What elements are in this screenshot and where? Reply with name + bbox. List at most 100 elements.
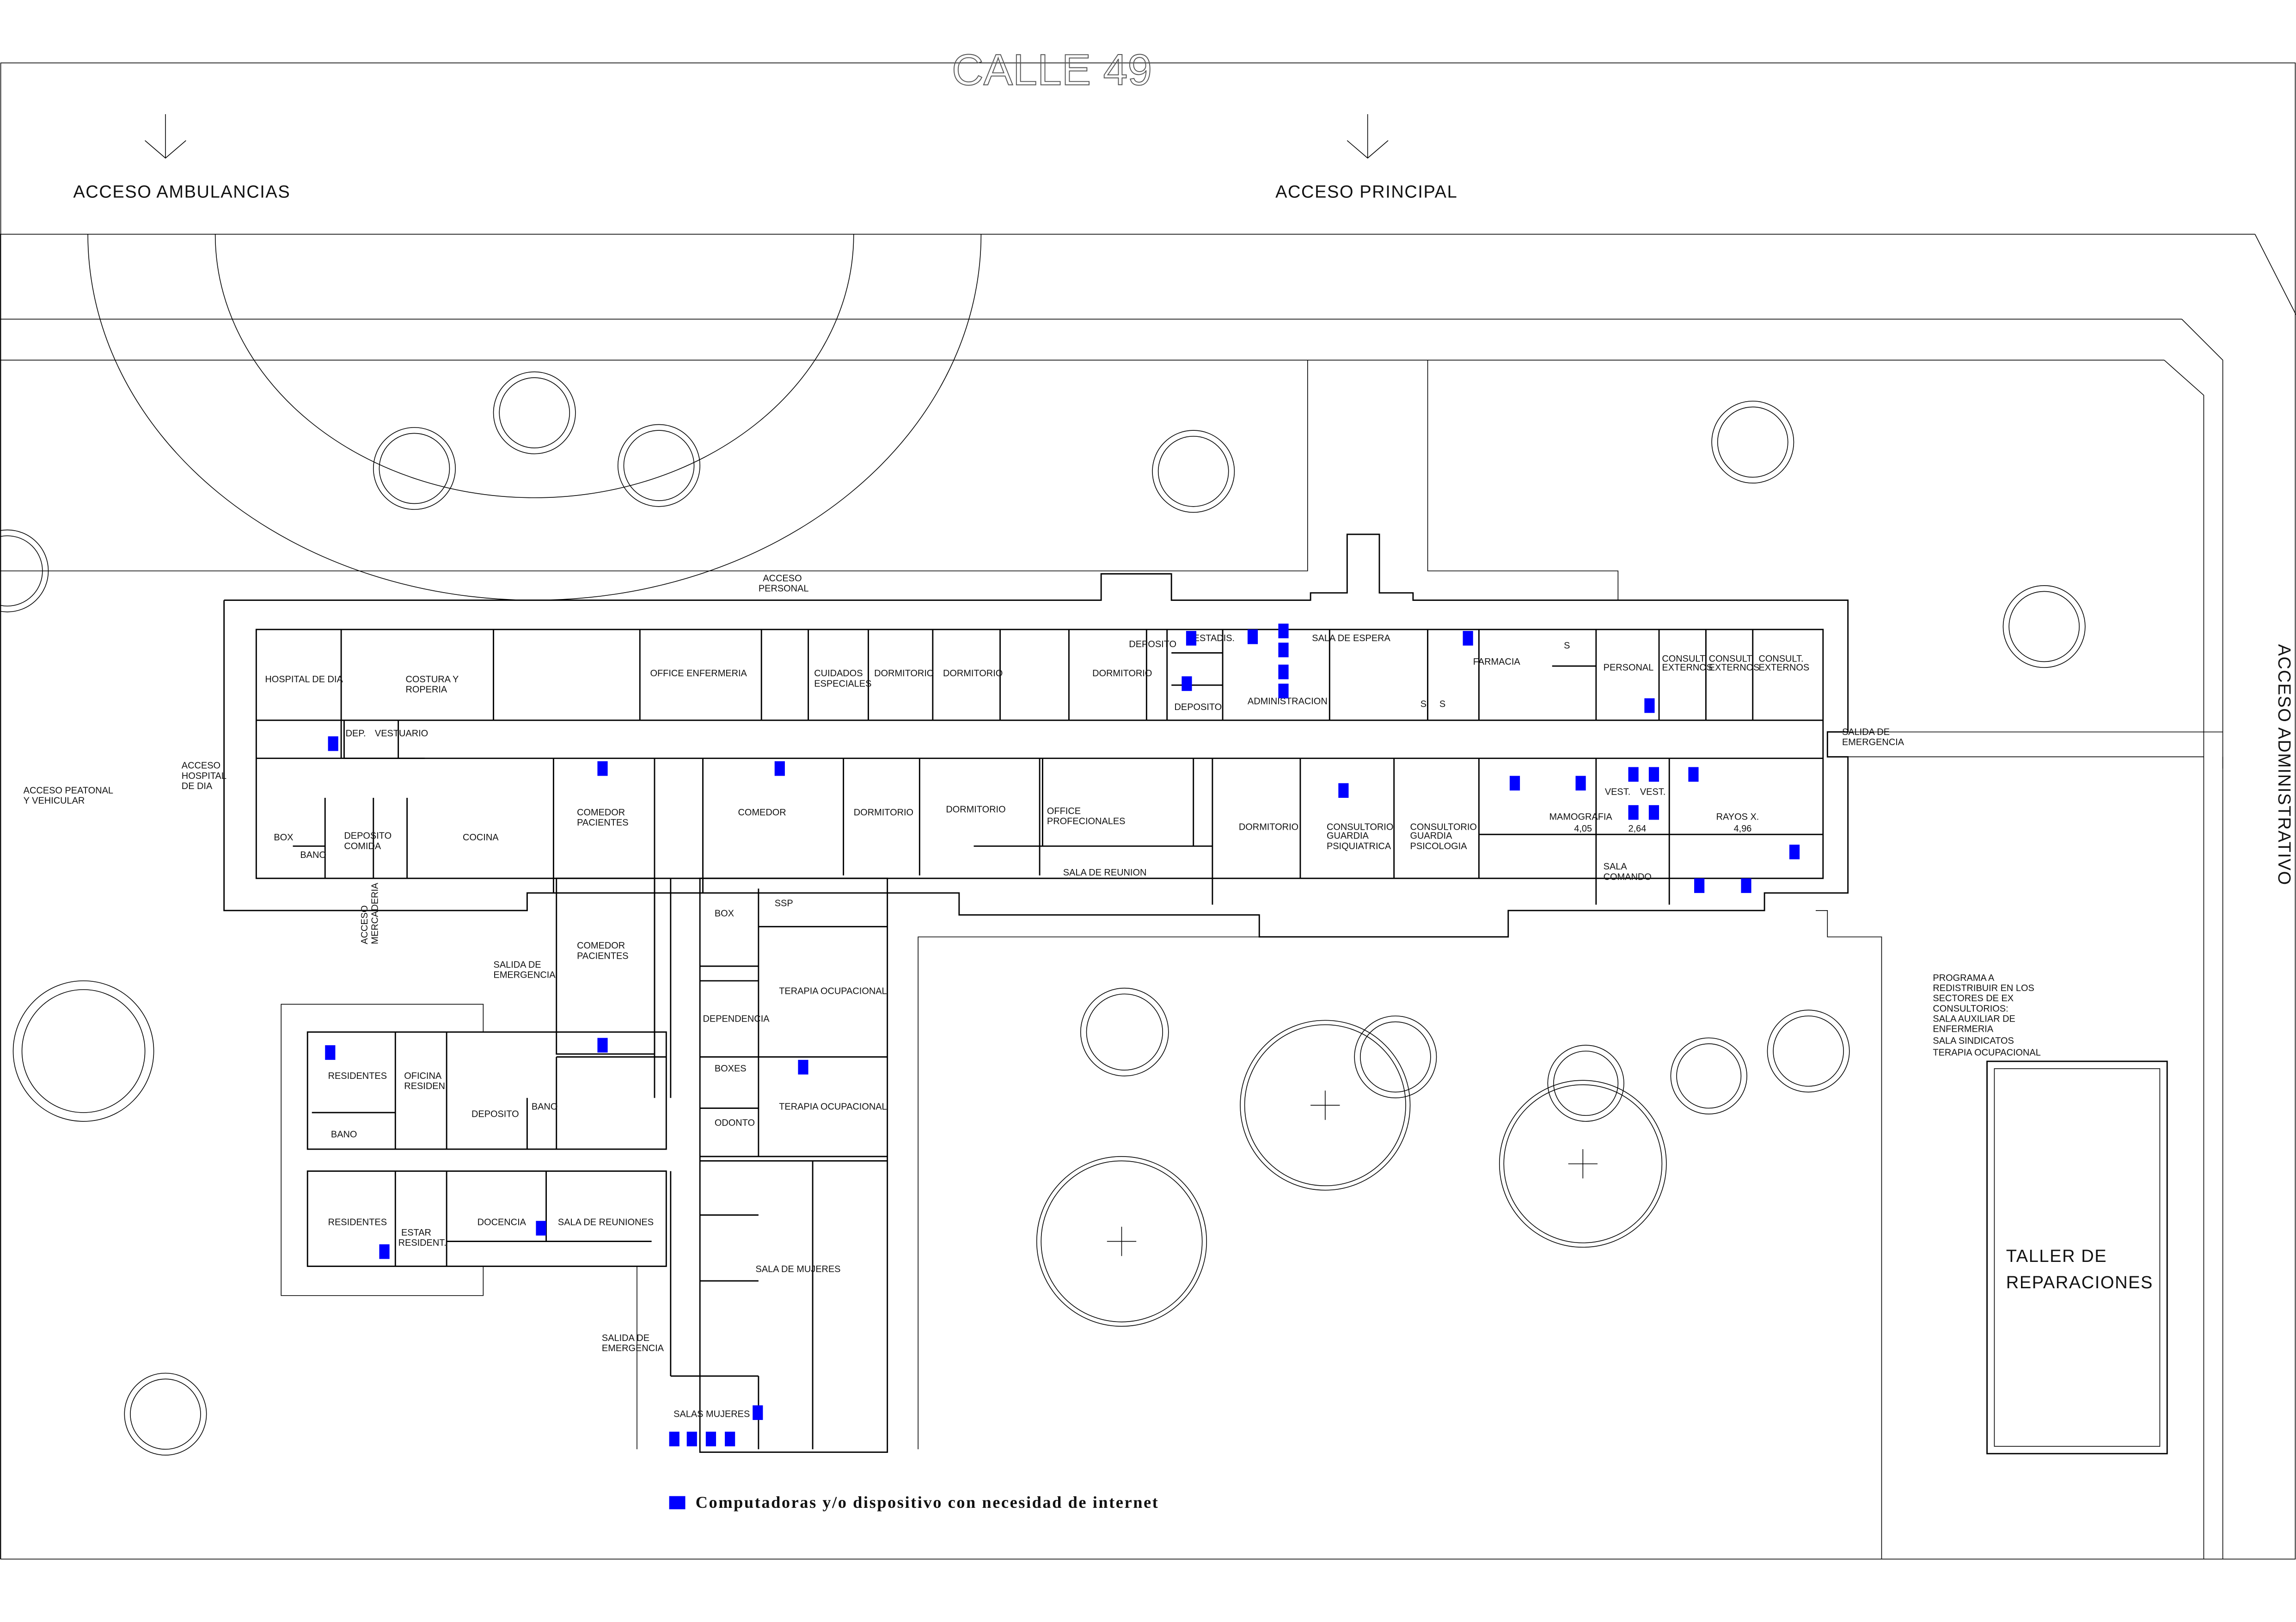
svg-text:DE DIA: DE DIA	[182, 781, 213, 791]
svg-text:FARMACIA: FARMACIA	[1473, 657, 1521, 667]
svg-text:DEPOSITO: DEPOSITO	[1175, 702, 1222, 712]
svg-text:PROGRAMA A: PROGRAMA A	[1933, 973, 1995, 983]
svg-text:PERSONAL: PERSONAL	[1604, 662, 1654, 673]
computer-marker	[325, 1045, 336, 1060]
svg-text:DORMITORIO: DORMITORIO	[943, 668, 1003, 679]
computer-marker	[379, 1244, 390, 1259]
access-administrativo: ACCESO ADMINISTRATIVO	[2274, 644, 2294, 885]
computer-marker	[1575, 776, 1586, 791]
svg-text:SALA AUXILIAR DE: SALA AUXILIAR DE	[1933, 1014, 2015, 1024]
svg-text:SALA: SALA	[1604, 862, 1628, 872]
computer-marker	[328, 736, 338, 751]
svg-text:ESPECIALES: ESPECIALES	[814, 679, 871, 689]
svg-text:ODONTO: ODONTO	[715, 1118, 755, 1128]
svg-text:4,96: 4,96	[1734, 824, 1752, 834]
legend-swatch	[669, 1496, 686, 1510]
computer-marker	[1644, 698, 1655, 713]
svg-text:DOCENCIA: DOCENCIA	[478, 1218, 527, 1228]
svg-text:TERAPIA OCUPACIONAL: TERAPIA OCUPACIONAL	[1933, 1047, 2040, 1058]
svg-text:RESIDENTES: RESIDENTES	[328, 1218, 387, 1228]
svg-text:ACCESO PEATONAL: ACCESO PEATONAL	[24, 785, 113, 796]
svg-text:EXTERNOS: EXTERNOS	[1758, 662, 1809, 673]
svg-text:REDISTRIBUIR EN LOS: REDISTRIBUIR EN LOS	[1933, 983, 2034, 993]
svg-text:MERCADERIA: MERCADERIA	[370, 882, 380, 944]
computer-marker	[1648, 805, 1659, 820]
svg-text:EXTERNOS: EXTERNOS	[1709, 662, 1760, 673]
computer-marker	[597, 1038, 608, 1053]
taller-building	[1986, 1060, 2168, 1455]
svg-text:CONSULT.: CONSULT.	[1758, 654, 1803, 664]
computer-marker	[1789, 845, 1800, 860]
svg-text:RESIDENTES: RESIDENTES	[328, 1071, 387, 1081]
tree-icons	[0, 371, 2086, 1456]
street-name: CALLE 49	[952, 46, 1152, 95]
legend-label: Computadoras y/o dispositivo con necesid…	[696, 1493, 1159, 1512]
svg-text:DEPOSITO: DEPOSITO	[344, 831, 392, 841]
svg-text:DORMITORIO: DORMITORIO	[1092, 668, 1152, 679]
svg-text:SSP: SSP	[775, 898, 793, 908]
svg-text:TERAPIA OCUPACIONAL: TERAPIA OCUPACIONAL	[779, 1102, 887, 1112]
svg-text:COMEDOR: COMEDOR	[738, 808, 786, 818]
svg-text:SALA DE MUJERES: SALA DE MUJERES	[756, 1264, 841, 1274]
computer-marker	[686, 1432, 697, 1446]
svg-text:PSICOLOGIA: PSICOLOGIA	[1410, 841, 1468, 851]
svg-text:EXTERNOS: EXTERNOS	[1662, 662, 1713, 673]
svg-text:PERSONAL: PERSONAL	[759, 583, 809, 594]
building-walls	[223, 533, 1849, 938]
svg-text:HOSPITAL DE DIA: HOSPITAL DE DIA	[265, 674, 343, 685]
svg-text:OFFICE ENFERMERIA: OFFICE ENFERMERIA	[650, 668, 747, 679]
svg-text:CONSULT.: CONSULT.	[1662, 654, 1707, 664]
svg-text:DEPOSITO: DEPOSITO	[1129, 639, 1176, 649]
computer-marker	[1186, 630, 1197, 646]
svg-text:ROPERIA: ROPERIA	[405, 685, 447, 695]
computer-marker	[1688, 767, 1699, 782]
access-principal: ACCESO PRINCIPAL	[1275, 183, 1457, 202]
computer-marker	[725, 1432, 735, 1446]
svg-text:DEPENDENCIA: DEPENDENCIA	[703, 1014, 770, 1024]
svg-text:DORMITORIO: DORMITORIO	[854, 808, 913, 818]
computer-marker	[1694, 878, 1705, 893]
svg-text:ADMINISTRACION: ADMINISTRACION	[1248, 696, 1328, 706]
computer-marker	[1628, 805, 1639, 820]
svg-text:ESTAR: ESTAR	[401, 1228, 431, 1238]
access-arrow-icon	[145, 114, 1389, 159]
computer-marker	[753, 1405, 763, 1420]
south-wing-walls	[281, 877, 888, 1453]
svg-text:GUARDIA: GUARDIA	[1327, 831, 1369, 841]
computer-marker	[1741, 878, 1751, 893]
svg-text:OFFICE: OFFICE	[1047, 806, 1081, 816]
computer-marker	[1338, 783, 1349, 798]
svg-text:COMEDOR: COMEDOR	[577, 941, 625, 951]
computer-marker	[536, 1221, 546, 1236]
svg-text:SALA DE REUNIONES: SALA DE REUNIONES	[558, 1218, 654, 1228]
computer-marker	[1509, 776, 1520, 791]
svg-text:S: S	[1439, 699, 1445, 710]
svg-text:HOSPITAL: HOSPITAL	[182, 771, 227, 781]
svg-text:SALA DE REUNION: SALA DE REUNION	[1063, 868, 1147, 878]
street-lines	[0, 233, 2296, 1559]
svg-text:COMANDO: COMANDO	[1604, 872, 1652, 882]
access-ambulancias: ACCESO AMBULANCIAS	[73, 183, 290, 202]
computer-marker	[597, 761, 608, 776]
computer-marker	[1278, 643, 1289, 657]
svg-text:PACIENTES: PACIENTES	[577, 818, 629, 828]
svg-text:CONSULTORIO: CONSULTORIO	[1410, 822, 1477, 832]
legend: Computadoras y/o dispositivo con necesid…	[669, 1493, 1159, 1512]
svg-text:DORMITORIO: DORMITORIO	[874, 668, 934, 679]
computer-marker	[798, 1059, 808, 1075]
svg-text:OFICINA: OFICINA	[404, 1071, 442, 1081]
ambulance-driveway	[87, 234, 982, 601]
computer-marker	[1182, 676, 1192, 691]
svg-text:ENFERMERIA: ENFERMERIA	[1933, 1024, 1993, 1034]
svg-text:EMERGENCIA: EMERGENCIA	[494, 970, 556, 980]
svg-text:BOX: BOX	[715, 909, 734, 919]
svg-text:DORMITORIO: DORMITORIO	[946, 805, 1005, 815]
computer-marker	[1278, 664, 1289, 679]
svg-text:RAYOS X.: RAYOS X.	[1716, 812, 1759, 822]
svg-text:MAMOGRAFIA: MAMOGRAFIA	[1549, 812, 1612, 822]
svg-text:VESTUARIO: VESTUARIO	[375, 728, 428, 739]
svg-text:BOXES: BOXES	[715, 1064, 747, 1074]
svg-text:DEP.: DEP.	[346, 728, 366, 739]
computer-marker	[1463, 630, 1473, 646]
svg-text:BOX: BOX	[274, 832, 293, 843]
